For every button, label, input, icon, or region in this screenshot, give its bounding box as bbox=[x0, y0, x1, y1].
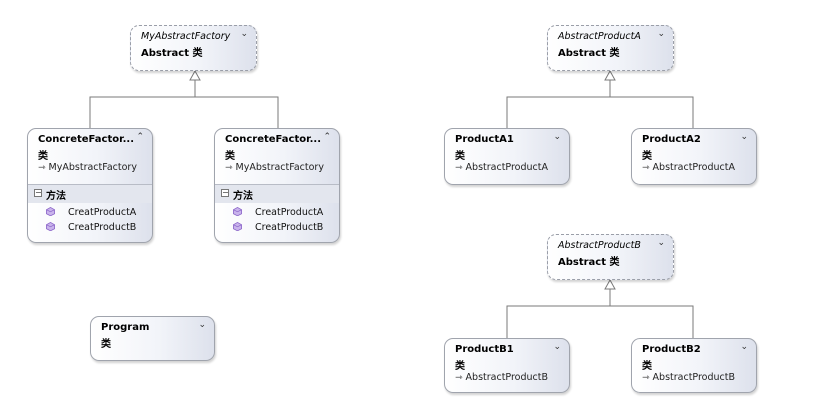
class-my-abstract-factory[interactable]: MyAbstractFactory Abstract 类 ⌄ bbox=[130, 25, 257, 71]
section-label: 方法 bbox=[233, 191, 253, 202]
base-class-name: AbstractProductB bbox=[465, 372, 549, 383]
generalization-arrowhead-product-b bbox=[604, 278, 616, 290]
class-product-b2[interactable]: ProductB2 类 ⇾AbstractProductB ⌄ bbox=[631, 338, 757, 393]
base-class-name: AbstractProductA bbox=[652, 162, 735, 173]
base-class-name: MyAbstractFactory bbox=[235, 162, 324, 173]
inheritance-arrow-icon: ⇾ bbox=[642, 373, 650, 383]
expand-chevron-icon[interactable]: ⌄ bbox=[198, 320, 206, 330]
class-concrete-factory-1[interactable]: ConcreteFactor... 类 ⇾MyAbstractFactory ⌃… bbox=[27, 128, 153, 243]
base-class-ref: ⇾AbstractProductB bbox=[455, 372, 548, 383]
class-program[interactable]: Program 类 ⌄ bbox=[90, 316, 215, 361]
class-stereotype: Abstract 类 bbox=[558, 257, 620, 268]
method-item[interactable]: CreatProductA bbox=[233, 207, 323, 218]
method-name: CreatProductB bbox=[255, 222, 324, 233]
class-stereotype: 类 bbox=[455, 361, 465, 372]
methods-section-header[interactable]: − 方法 bbox=[28, 185, 152, 203]
base-class-ref: ⇾MyAbstractFactory bbox=[38, 162, 137, 173]
class-abstract-product-b[interactable]: AbstractProductB Abstract 类 ⌄ bbox=[547, 234, 674, 280]
method-name: CreatProductA bbox=[255, 207, 324, 218]
expand-chevron-icon[interactable]: ⌄ bbox=[240, 29, 248, 39]
method-cube-icon bbox=[46, 222, 55, 231]
expand-chevron-icon[interactable]: ⌄ bbox=[657, 238, 665, 248]
class-product-b1[interactable]: ProductB1 类 ⇾AbstractProductB ⌄ bbox=[444, 338, 570, 393]
class-name: MyAbstractFactory bbox=[141, 31, 231, 42]
class-stereotype: 类 bbox=[642, 361, 652, 372]
inheritance-arrow-icon: ⇾ bbox=[455, 373, 463, 383]
class-stereotype: 类 bbox=[101, 339, 111, 350]
method-cube-icon bbox=[233, 222, 242, 231]
section-divider bbox=[215, 184, 339, 185]
connector-concrete-factory-1 bbox=[89, 96, 279, 128]
class-stereotype: Abstract 类 bbox=[141, 48, 203, 59]
base-class-name: MyAbstractFactory bbox=[48, 162, 137, 173]
class-stereotype: 类 bbox=[225, 151, 235, 162]
class-product-a2[interactable]: ProductA2 类 ⇾AbstractProductA ⌄ bbox=[631, 128, 757, 185]
expand-chevron-icon[interactable]: ⌄ bbox=[553, 132, 561, 142]
class-abstract-product-a[interactable]: AbstractProductA Abstract 类 ⌄ bbox=[547, 25, 674, 71]
section-collapse-icon[interactable]: − bbox=[34, 188, 42, 197]
generalization-arrowhead-factory bbox=[189, 69, 201, 81]
class-name: ProductB2 bbox=[642, 344, 701, 355]
expand-chevron-icon[interactable]: ⌄ bbox=[553, 342, 561, 352]
section-collapse-icon[interactable]: − bbox=[221, 188, 229, 197]
method-item[interactable]: CreatProductA bbox=[46, 207, 136, 218]
method-cube-icon bbox=[233, 207, 242, 216]
base-class-name: AbstractProductB bbox=[652, 372, 736, 383]
expand-chevron-icon[interactable]: ⌄ bbox=[657, 29, 665, 39]
class-concrete-factory-2[interactable]: ConcreteFactor... 类 ⇾MyAbstractFactory ⌃… bbox=[214, 128, 340, 243]
connector-product-b1 bbox=[506, 305, 694, 338]
expand-chevron-icon[interactable]: ⌄ bbox=[740, 342, 748, 352]
inheritance-arrow-icon: ⇾ bbox=[225, 163, 233, 173]
inheritance-arrow-icon: ⇾ bbox=[38, 163, 46, 173]
section-divider bbox=[28, 184, 152, 185]
class-name: Program bbox=[101, 322, 150, 333]
method-name: CreatProductA bbox=[68, 207, 137, 218]
class-name: ProductB1 bbox=[455, 344, 514, 355]
base-class-ref: ⇾AbstractProductA bbox=[455, 162, 548, 173]
class-name: ConcreteFactor... bbox=[38, 134, 135, 145]
base-class-ref: ⇾AbstractProductA bbox=[642, 162, 735, 173]
base-class-name: AbstractProductA bbox=[465, 162, 548, 173]
class-name: ProductA2 bbox=[642, 134, 701, 145]
class-name: AbstractProductB bbox=[558, 240, 641, 251]
base-class-ref: ⇾AbstractProductB bbox=[642, 372, 735, 383]
connector-product-a1 bbox=[506, 96, 694, 128]
class-stereotype: 类 bbox=[38, 151, 48, 162]
section-label: 方法 bbox=[46, 191, 66, 202]
class-name: ProductA1 bbox=[455, 134, 514, 145]
class-stereotype: Abstract 类 bbox=[558, 48, 620, 59]
inheritance-arrow-icon: ⇾ bbox=[642, 163, 650, 173]
method-cube-icon bbox=[46, 207, 55, 216]
generalization-arrowhead-product-a bbox=[604, 69, 616, 81]
collapse-chevron-icon[interactable]: ⌃ bbox=[323, 132, 331, 142]
base-class-ref: ⇾MyAbstractFactory bbox=[225, 162, 324, 173]
expand-chevron-icon[interactable]: ⌄ bbox=[740, 132, 748, 142]
method-item[interactable]: CreatProductB bbox=[233, 222, 323, 233]
class-stereotype: 类 bbox=[455, 151, 465, 162]
class-name: AbstractProductA bbox=[558, 31, 641, 42]
class-name: ConcreteFactor... bbox=[225, 134, 322, 145]
method-name: CreatProductB bbox=[68, 222, 137, 233]
class-stereotype: 类 bbox=[642, 151, 652, 162]
collapse-chevron-icon[interactable]: ⌃ bbox=[136, 132, 144, 142]
method-item[interactable]: CreatProductB bbox=[46, 222, 136, 233]
methods-section-header[interactable]: − 方法 bbox=[215, 185, 339, 203]
class-product-a1[interactable]: ProductA1 类 ⇾AbstractProductA ⌄ bbox=[444, 128, 570, 185]
inheritance-arrow-icon: ⇾ bbox=[455, 163, 463, 173]
